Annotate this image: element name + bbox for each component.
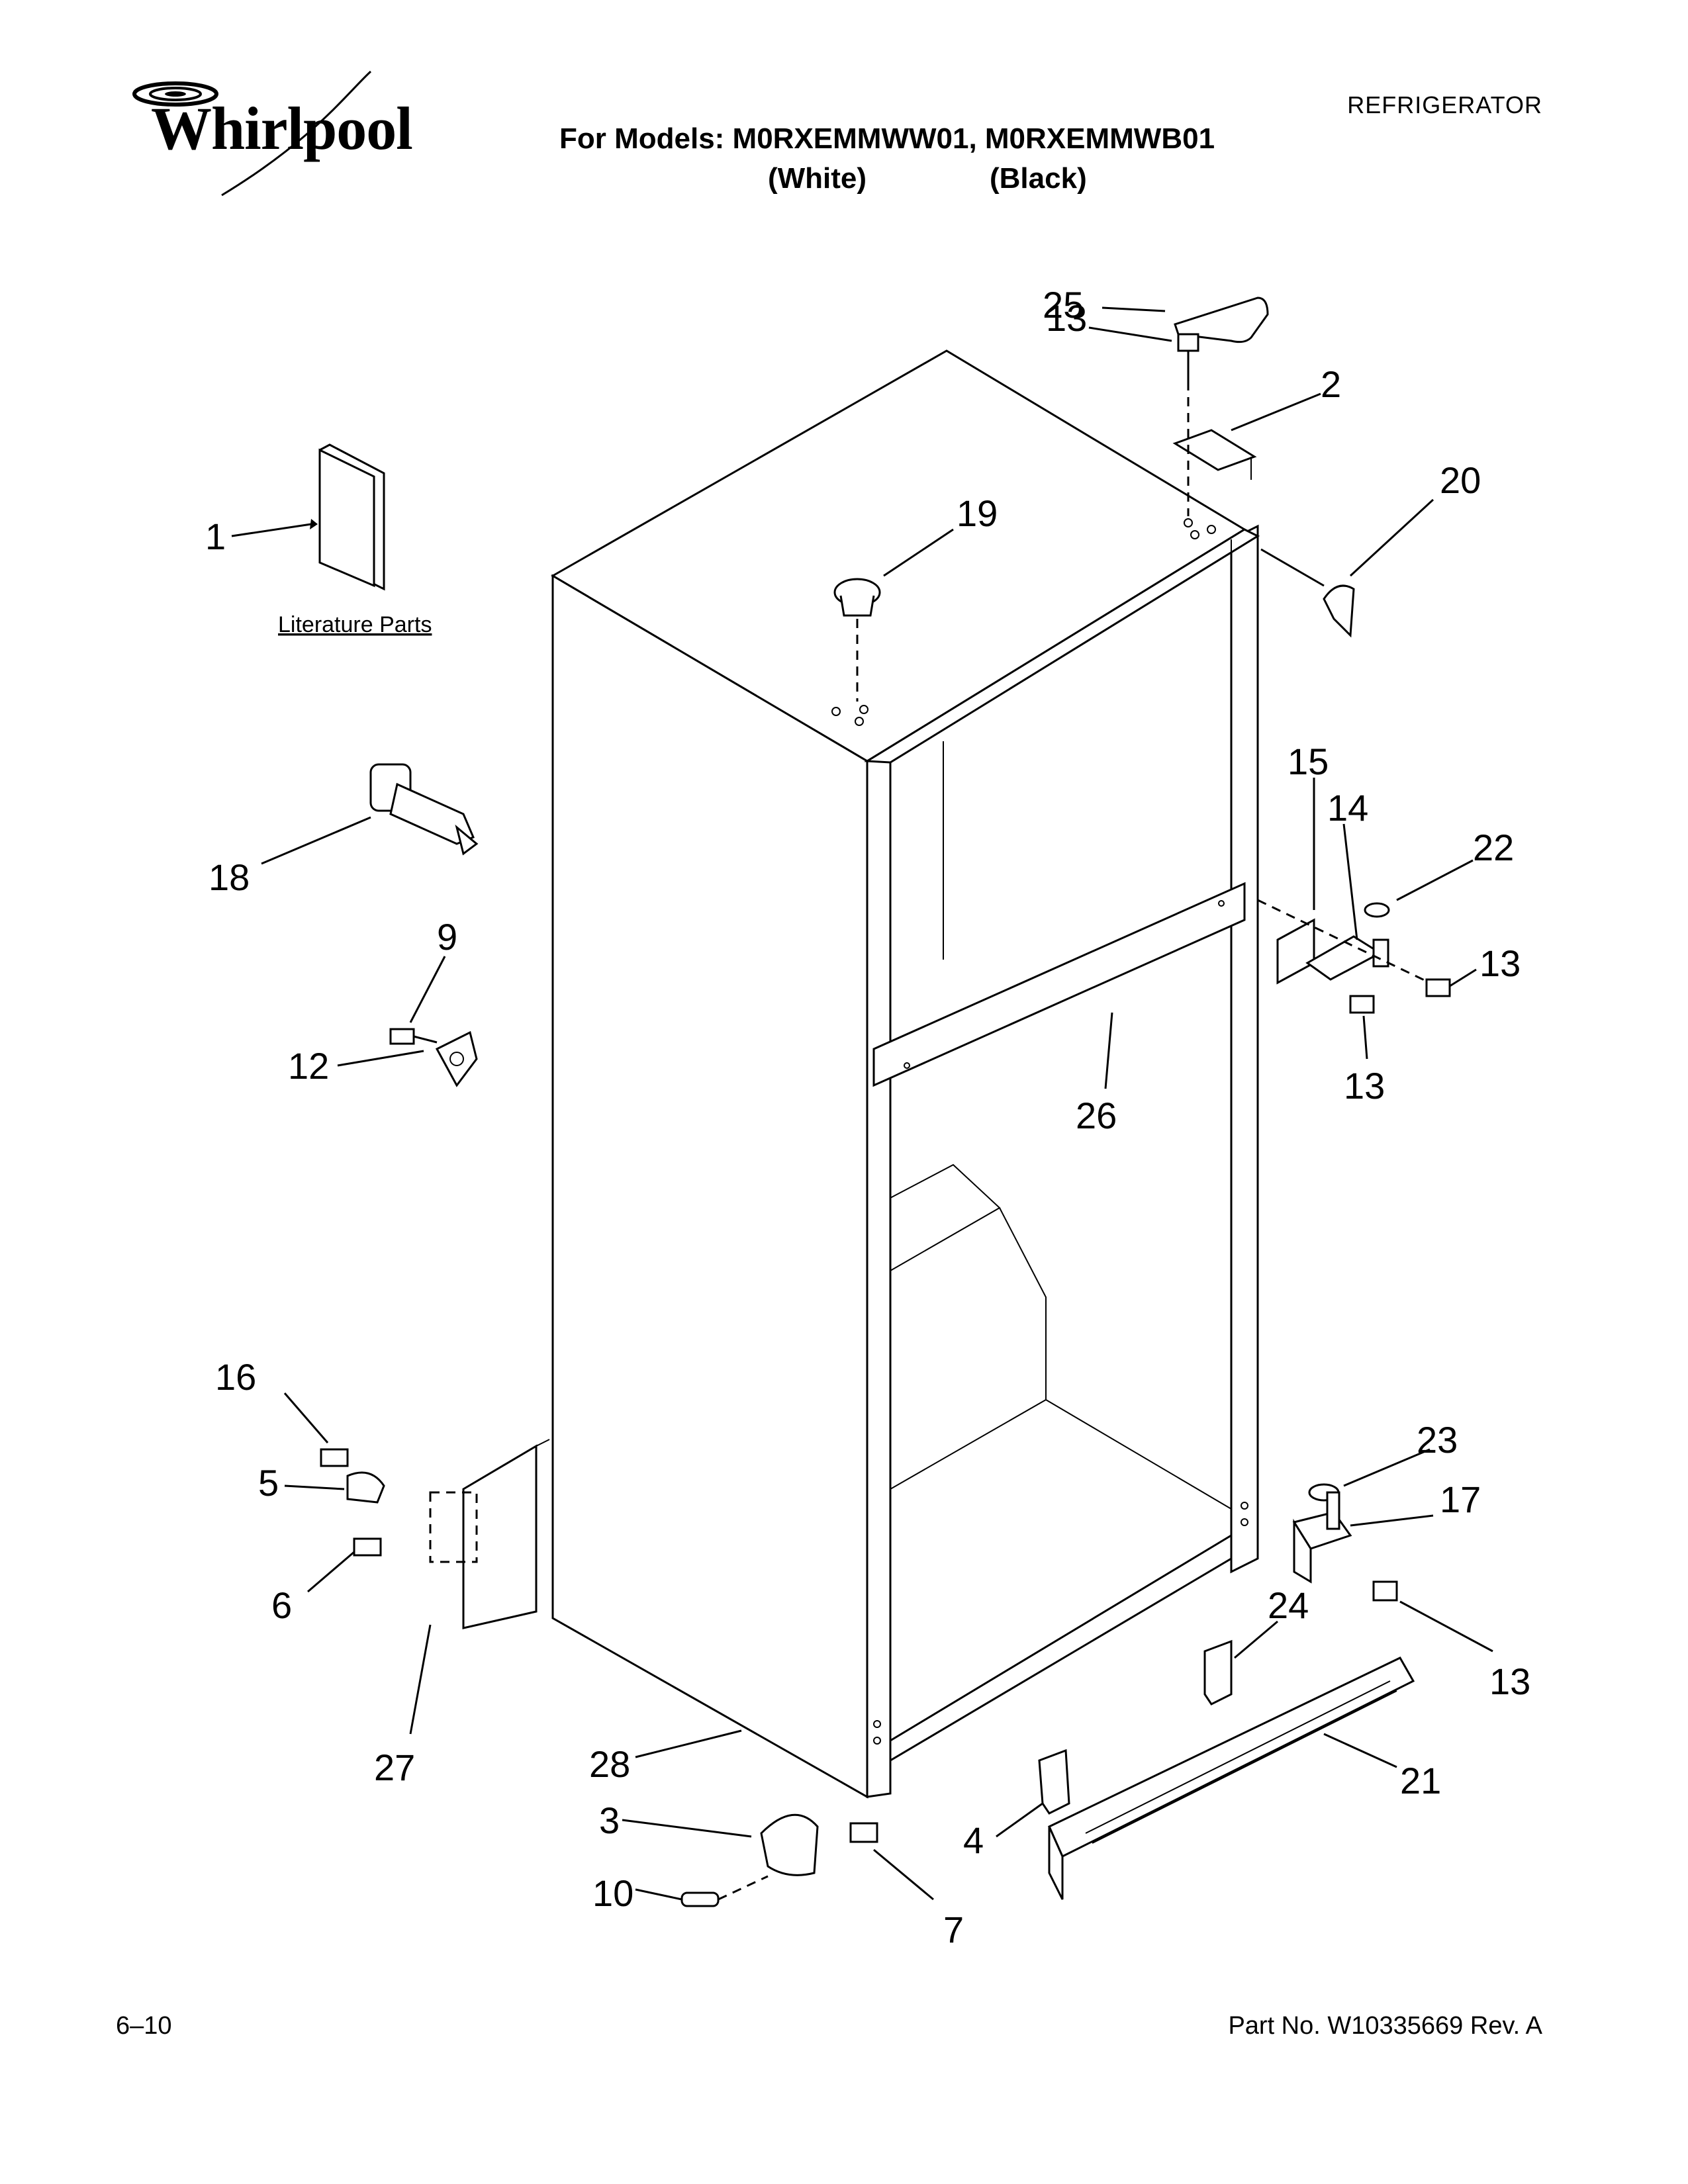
callout-13-hinge: 13 xyxy=(1479,942,1521,984)
callout-4: 4 xyxy=(963,1819,984,1861)
variant-black: (Black) xyxy=(990,162,1087,195)
callout-16: 16 xyxy=(215,1356,256,1398)
whirlpool-logo xyxy=(132,70,372,197)
callout-26: 26 xyxy=(1076,1095,1117,1136)
bottom-hinge xyxy=(1292,1483,1398,1602)
brand-wordmark: Whirlpool xyxy=(151,95,413,162)
plug-part xyxy=(369,763,479,856)
literature-parts-label: Literature Parts xyxy=(278,612,432,637)
callout-25: 25 xyxy=(1043,284,1084,326)
callout-20: 20 xyxy=(1440,459,1481,501)
leveler-assembly xyxy=(680,1813,878,1907)
clip-24 xyxy=(1203,1639,1233,1706)
middle-hinge xyxy=(1257,899,1451,1014)
callout-18: 18 xyxy=(209,856,250,898)
callout-7: 7 xyxy=(943,1909,964,1950)
top-plug xyxy=(833,578,881,702)
callout-22: 22 xyxy=(1473,827,1514,868)
callout-17: 17 xyxy=(1440,1479,1481,1520)
callout-10: 10 xyxy=(592,1872,633,1914)
callout-6: 6 xyxy=(271,1584,292,1626)
callout-12: 12 xyxy=(288,1045,329,1087)
hinge-cover xyxy=(1174,296,1269,343)
callout-3: 3 xyxy=(599,1799,620,1841)
callout-13-mid: 13 xyxy=(1344,1065,1385,1107)
callout-13-bottom: 13 xyxy=(1489,1661,1530,1702)
top-hinge xyxy=(1172,333,1257,516)
callout-28: 28 xyxy=(589,1743,630,1785)
callout-1: 1 xyxy=(205,516,226,557)
callout-2: 2 xyxy=(1321,363,1341,405)
footer-part-number: Part No. W10335669 Rev. A xyxy=(1228,2012,1542,2040)
callout-15: 15 xyxy=(1288,741,1329,782)
callout-19: 19 xyxy=(957,492,998,534)
models-heading: For Models: M0RXEMMWW01, M0RXEMMWB01 xyxy=(559,122,1215,155)
divider-bar xyxy=(872,882,1246,1087)
leader-1 xyxy=(231,523,312,537)
literature-booklet xyxy=(318,443,385,591)
toe-grille xyxy=(1048,1657,1415,1900)
callout-24: 24 xyxy=(1268,1584,1309,1626)
cabinet xyxy=(551,349,1260,1799)
callout-5: 5 xyxy=(258,1462,279,1504)
footer-date: 6–10 xyxy=(116,2012,172,2040)
callout-14: 14 xyxy=(1327,787,1368,829)
callout-13-top: 13 xyxy=(1046,297,1087,339)
callout-23: 23 xyxy=(1417,1419,1458,1461)
clip-4 xyxy=(1038,1749,1070,1815)
bracket-9-12 xyxy=(389,1028,478,1087)
hinge-part-20 xyxy=(1323,584,1355,638)
document-type: REFRIGERATOR xyxy=(1347,91,1542,118)
variant-white: (White) xyxy=(768,162,867,195)
callout-9: 9 xyxy=(437,916,457,958)
callout-27: 27 xyxy=(374,1747,415,1788)
rear-bracket xyxy=(320,1439,550,1629)
callout-21: 21 xyxy=(1400,1760,1441,1801)
